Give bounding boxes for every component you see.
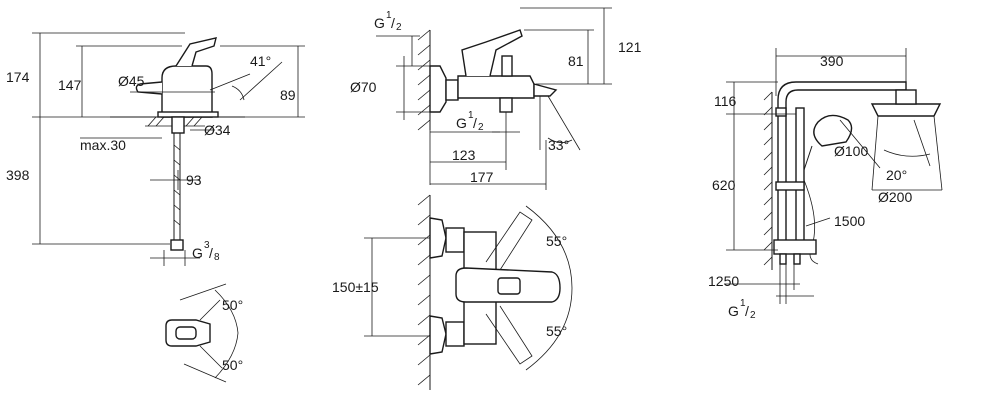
dim-398: 398 [6, 167, 30, 183]
mixer-lever [175, 37, 217, 67]
dim-81: 81 [568, 53, 584, 69]
dim-1500: 1500 [834, 213, 865, 229]
front-angle-55-down: 55° [546, 323, 567, 339]
bath-mixer-side-view: G 1 / 2 121 81 Ø70 G 1 / 2 33° 123 177 [350, 7, 642, 190]
front-angle-55-up: 55° [546, 233, 567, 249]
svg-text:8: 8 [214, 252, 220, 263]
dim-150-15: 150±15 [332, 279, 379, 295]
svg-text:/: / [391, 15, 395, 31]
dim-620: 620 [712, 177, 736, 193]
basin-mixer-top-view: 50° 50° [165, 283, 243, 383]
dim-121: 121 [618, 39, 642, 55]
mixer-base [157, 111, 219, 118]
spout-connection-label: G [456, 115, 467, 131]
flex-hose [170, 133, 184, 251]
dim-d45: Ø45 [118, 73, 145, 89]
dim-d70: Ø70 [350, 79, 377, 95]
shower-rail [795, 107, 805, 245]
hand-shower [813, 114, 853, 147]
dim-89: 89 [280, 87, 296, 103]
dim-390: 390 [820, 53, 844, 69]
dim-1250: 1250 [708, 273, 739, 289]
bath-body [457, 75, 535, 99]
dim-angle-41: 41° [250, 53, 271, 69]
svg-text:2: 2 [396, 22, 402, 33]
dim-max30: max.30 [80, 137, 126, 153]
shower-system: 390 116 620 Ø100 20° Ø200 1500 1250 G 1 … [708, 48, 943, 321]
basin-mixer-side-view: 174 147 Ø45 41° 89 Ø34 max.30 398 93 G 3… [6, 32, 305, 266]
dim-d100: Ø100 [834, 143, 868, 159]
wall-hatch-shower [763, 91, 773, 270]
mixer-body [161, 65, 213, 118]
dim-angle-20: 20° [886, 167, 907, 183]
mounting-stud [171, 116, 185, 134]
dim-116: 116 [714, 93, 737, 109]
shower-connection-label: G [728, 303, 739, 319]
svg-text:/: / [473, 115, 477, 131]
dim-d200: Ø200 [878, 189, 912, 205]
dim-177: 177 [470, 169, 494, 185]
shower-mixer [773, 239, 817, 255]
bath-mixer-front-view: 150±15 55° 55° [332, 194, 573, 390]
svg-text:1: 1 [468, 110, 474, 121]
top-angle-50-b: 50° [222, 357, 243, 373]
shower-head [870, 103, 942, 117]
dim-angle-33: 33° [548, 137, 569, 153]
dim-d34: Ø34 [204, 122, 231, 138]
top-angle-50-a: 50° [222, 297, 243, 313]
basin-connection-label: G [192, 245, 203, 261]
dim-93: 93 [186, 172, 202, 188]
wall-hatch-top [417, 29, 431, 131]
dim-174: 174 [6, 69, 30, 85]
wall-hatch-bottom [417, 194, 431, 390]
dim-123: 123 [452, 147, 476, 163]
svg-text:1: 1 [740, 298, 746, 309]
bath-spout [533, 83, 558, 97]
svg-text:2: 2 [478, 122, 484, 133]
svg-text:1: 1 [386, 10, 392, 21]
dim-147: 147 [58, 77, 82, 93]
svg-text:2: 2 [750, 310, 756, 321]
svg-text:3: 3 [204, 240, 210, 251]
svg-text:/: / [745, 303, 749, 319]
svg-text:/: / [209, 245, 213, 261]
bath-connection-label: G [374, 15, 385, 31]
